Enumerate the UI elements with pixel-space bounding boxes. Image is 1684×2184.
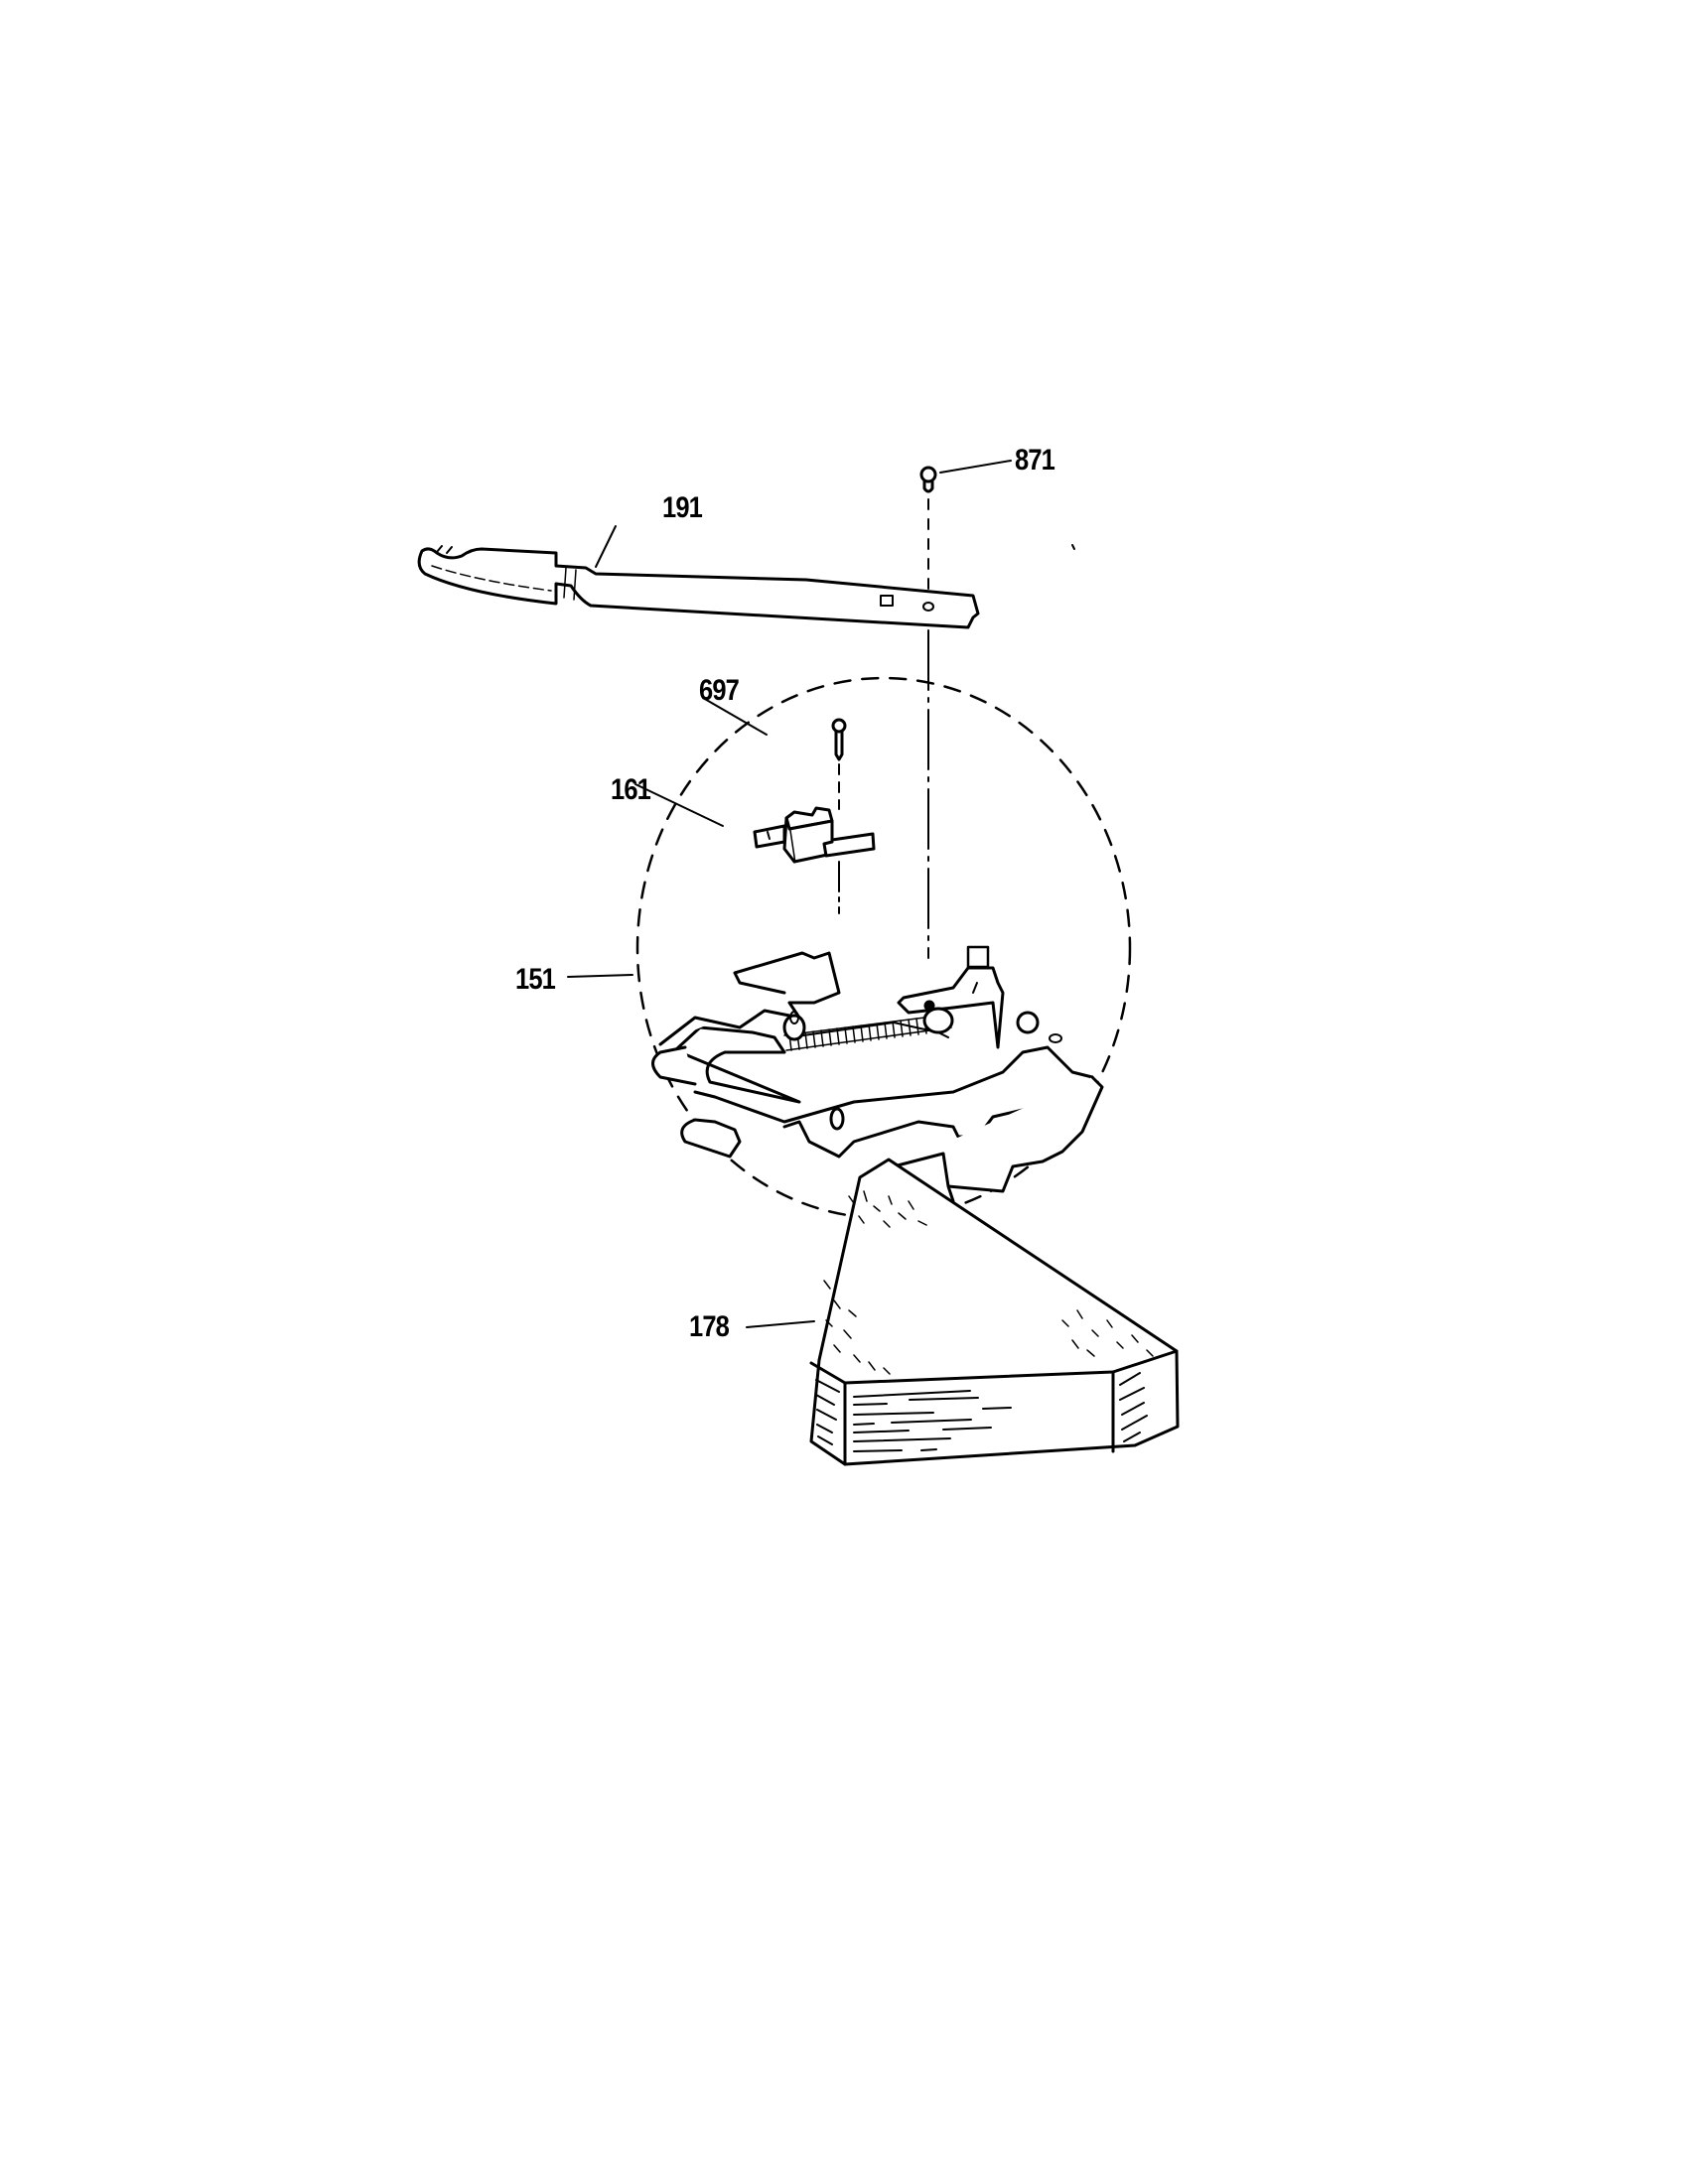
leader-151 <box>567 974 633 978</box>
leader-191 <box>595 525 617 568</box>
handle-bar-191-icon <box>417 545 980 629</box>
screw-871-icon <box>919 466 937 493</box>
leader-178 <box>746 1320 815 1328</box>
part-label-191: 191 <box>662 491 703 524</box>
part-label-178: 178 <box>689 1310 730 1343</box>
part-label-697: 697 <box>699 674 740 707</box>
leader-871 <box>939 460 1012 474</box>
spring-icon <box>783 1014 952 1051</box>
part-label-161: 161 <box>611 773 651 806</box>
switch-161-icon <box>753 806 876 864</box>
stray-mark <box>1071 544 1075 550</box>
insulation-block-178-icon <box>809 1158 1180 1466</box>
screw-697-icon <box>831 718 847 761</box>
part-label-871: 871 <box>1015 444 1055 477</box>
leader-161 <box>634 783 724 827</box>
part-label-151: 151 <box>515 963 556 996</box>
leader-697 <box>702 697 768 736</box>
